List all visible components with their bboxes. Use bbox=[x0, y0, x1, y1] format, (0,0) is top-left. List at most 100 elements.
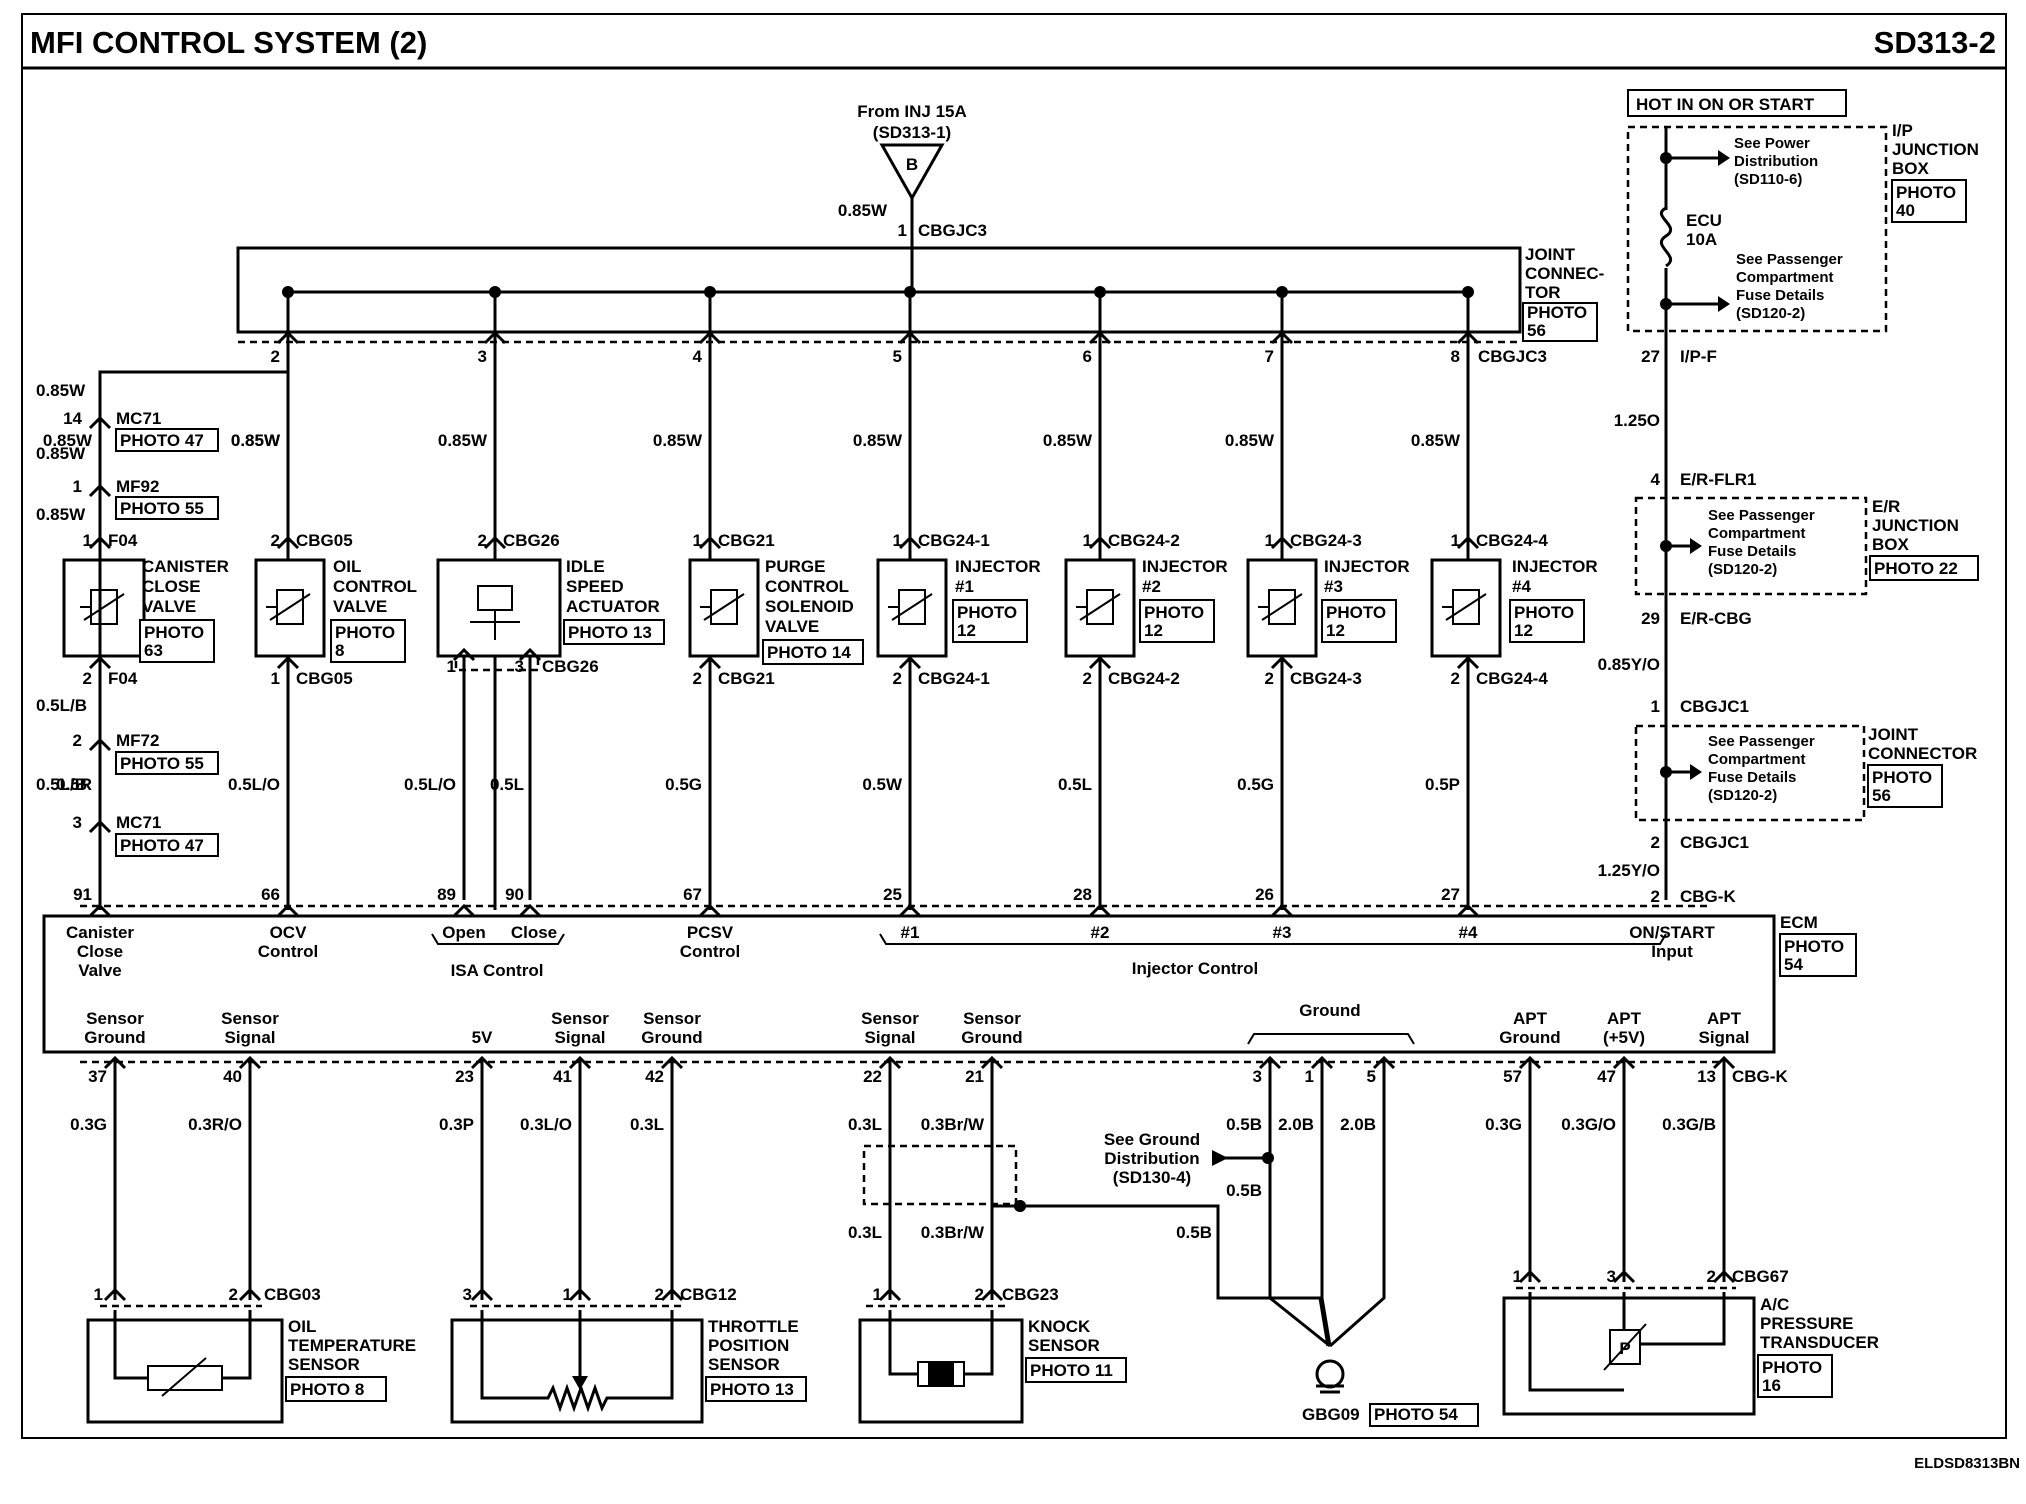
sensor-name: TEMPERATURE bbox=[288, 1336, 416, 1355]
photo-ref bbox=[1321, 599, 1397, 643]
connector-pin-icon bbox=[1270, 330, 1294, 345]
wire-0-85yo: 0.85Y/O bbox=[1598, 655, 1660, 674]
ground-distribution: See Ground Distribution (SD130-4) 0.5B 0… bbox=[1014, 1130, 1479, 1427]
conn-in: CBG24-4 bbox=[1476, 531, 1548, 550]
component-box bbox=[436, 558, 562, 658]
connector-pin-icon bbox=[1258, 1055, 1282, 1070]
ecm-label: OCV bbox=[270, 923, 308, 942]
ecm-bottom-label: Ground bbox=[1499, 1028, 1560, 1047]
ecm-pin: 90 bbox=[505, 885, 524, 904]
component-name: CONTROL bbox=[333, 577, 417, 596]
connector-pin-icon bbox=[1712, 1269, 1736, 1284]
wire-bottom: 0.5G bbox=[665, 775, 702, 794]
sensor-pin: 1 bbox=[1513, 1267, 1522, 1286]
photo-ref-text: PHOTO 13 bbox=[568, 623, 652, 642]
component-name: CONTROL bbox=[765, 577, 849, 596]
power-feed: HOT IN ON OR START See Power Distributio… bbox=[1598, 89, 1979, 961]
connector-pin-icon bbox=[1612, 1269, 1636, 1284]
see-pass2-4: (SD120-2) bbox=[1708, 561, 1777, 578]
top-source: From INJ 15A (SD313-1) B 0.85W 1 CBGJC3 bbox=[838, 102, 987, 248]
er-photo: PHOTO 22 bbox=[1874, 559, 1958, 578]
wire-bottom: 0.5L/O bbox=[404, 775, 456, 794]
see-power-3: (SD110-6) bbox=[1734, 171, 1802, 188]
ecm-label: #3 bbox=[1273, 923, 1292, 942]
ecm-bottom-label: (+5V) bbox=[1603, 1028, 1645, 1047]
ground-name: GBG09 bbox=[1302, 1405, 1360, 1424]
connector-pin-icon bbox=[980, 1055, 1004, 1070]
connector-pin-icon bbox=[1612, 1055, 1636, 1070]
ecm-bottom-conn: CBG-K bbox=[1732, 1067, 1788, 1086]
ecm-bottom-wire: 0.3G bbox=[70, 1115, 107, 1134]
page-code: SD313-2 bbox=[1874, 25, 1996, 60]
ecm-bottom-pin: 41 bbox=[553, 1067, 572, 1086]
pin-in: 2 bbox=[271, 531, 280, 550]
photo-ref-text: PHOTO 8 bbox=[290, 1380, 364, 1399]
connector-pin-icon bbox=[1088, 330, 1112, 345]
connector-pin-icon bbox=[1456, 535, 1480, 550]
jc-box-2: CONNECTOR bbox=[1868, 744, 1977, 763]
photo-ref-text: PHOTO 13 bbox=[710, 1380, 794, 1399]
ecm-pin: 28 bbox=[1073, 885, 1092, 904]
wire-bottom: 0.5W bbox=[862, 775, 903, 794]
conn-cbgjc1-b: CBGJC1 bbox=[1680, 833, 1749, 852]
photo-ref-text: 63 bbox=[144, 641, 163, 660]
joint-pin: 8 bbox=[1451, 347, 1460, 366]
pin-in: 1 bbox=[1083, 531, 1092, 550]
sensor-box bbox=[1502, 1296, 1756, 1416]
wire-bottom: 0.5G bbox=[1237, 775, 1274, 794]
pin-in: 2 bbox=[478, 531, 487, 550]
photo-ref bbox=[330, 619, 406, 663]
wire-bottom: 0.5L/O bbox=[228, 775, 280, 794]
top-source-tag: B bbox=[906, 155, 918, 174]
connector-pin-icon bbox=[1456, 330, 1480, 345]
sensor-name: A/C bbox=[1760, 1295, 1789, 1314]
ecm-label: Control bbox=[258, 942, 318, 961]
jc-photo-1: PHOTO bbox=[1872, 768, 1932, 787]
connector-pin-icon bbox=[518, 647, 542, 662]
canister-wire-2: 0.85W bbox=[36, 444, 86, 463]
pin-out: 2 bbox=[1083, 669, 1092, 688]
wire-top: 0.85W bbox=[1411, 431, 1461, 450]
ecm-bottom-label: Sensor bbox=[643, 1009, 701, 1028]
top-source-from: From INJ 15A bbox=[857, 102, 967, 121]
conn-out: CBG21 bbox=[718, 669, 775, 688]
connector-pin-icon bbox=[238, 1055, 262, 1070]
see-pass2-2: Compartment bbox=[1708, 525, 1806, 542]
photo-ref-text: PHOTO 11 bbox=[1030, 1361, 1113, 1380]
ecm-bottom-pin: 21 bbox=[965, 1067, 984, 1086]
ecm-box bbox=[42, 914, 1776, 1054]
see-pass1-4: (SD120-2) bbox=[1736, 305, 1805, 322]
conn-in: F04 bbox=[108, 531, 138, 550]
ecm-bottom-wire: 0.3L bbox=[848, 1115, 882, 1134]
ecm-bottom-label: APT bbox=[1607, 1009, 1642, 1028]
sensor-name: OIL bbox=[288, 1317, 316, 1336]
ecm-bottom-label: Ground bbox=[1299, 1001, 1360, 1020]
sensor-wire: 0.3L bbox=[848, 1223, 882, 1242]
see-power-2: Distribution bbox=[1734, 153, 1818, 170]
ecm-bottom-label: Sensor bbox=[221, 1009, 279, 1028]
ground-see-1: See Ground bbox=[1104, 1130, 1200, 1149]
ecm-label: #4 bbox=[1459, 923, 1478, 942]
component-name: #4 bbox=[1512, 577, 1531, 596]
conn-out: CBG24-3 bbox=[1290, 669, 1362, 688]
connector-pin-icon bbox=[698, 655, 722, 670]
ecm-bottom-label: Signal bbox=[864, 1028, 915, 1047]
source-triangle-icon bbox=[879, 143, 945, 202]
ground-symbol-icon bbox=[1315, 1359, 1345, 1389]
connector-pin-icon bbox=[698, 535, 722, 550]
wire-bottom: 0.5R bbox=[56, 775, 92, 794]
component-name: #2 bbox=[1142, 577, 1161, 596]
ecm: ECM PHOTO 54 CBG-K Injector Control bbox=[42, 904, 1857, 1086]
photo-ref bbox=[1139, 599, 1215, 643]
ecm-pin: 27 bbox=[1441, 885, 1460, 904]
joint-photo-1: PHOTO bbox=[1527, 303, 1587, 322]
sensor-name: SENSOR bbox=[288, 1355, 360, 1374]
hot-label: HOT IN ON OR START bbox=[1636, 95, 1815, 114]
connector-pin-icon bbox=[1310, 1055, 1334, 1070]
ecm-bottom-circuits: SensorGround370.3GSensorSignal400.3R/O5V… bbox=[70, 1001, 1879, 1424]
canister-wire-5: 0.5L/B bbox=[36, 775, 87, 794]
connector-pin-icon bbox=[1270, 655, 1294, 670]
